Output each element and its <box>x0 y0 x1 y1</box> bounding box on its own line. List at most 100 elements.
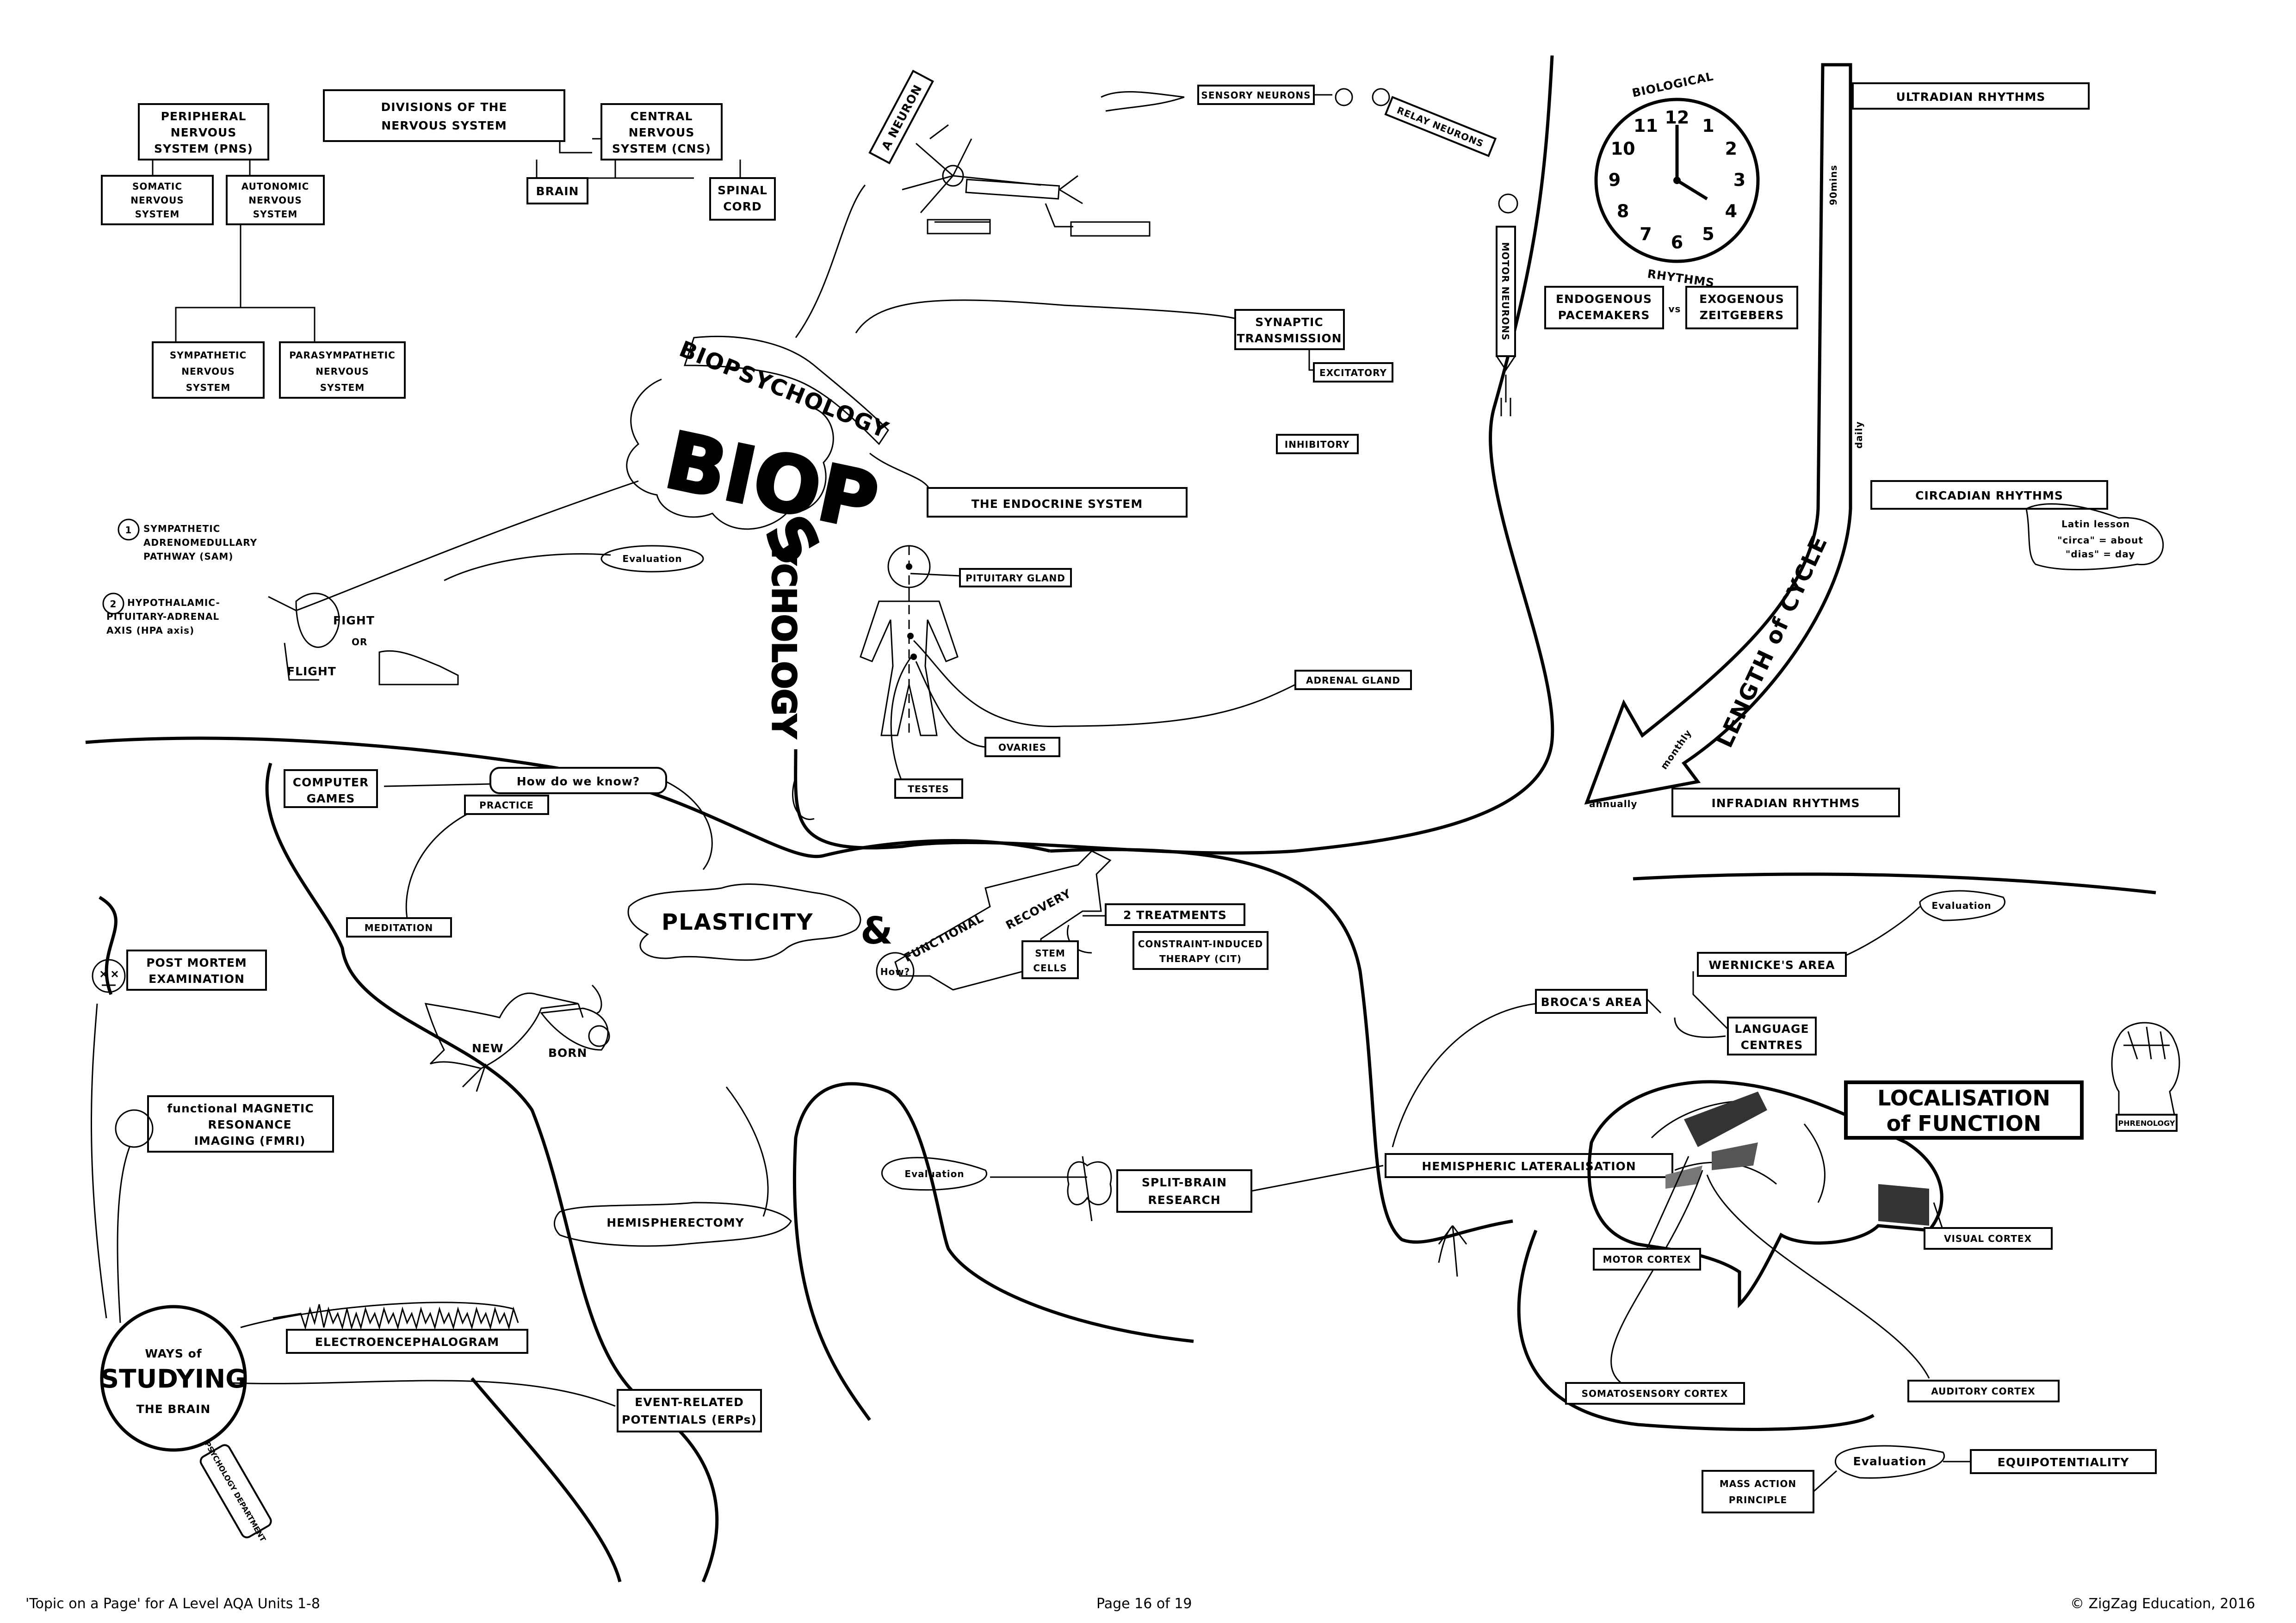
cit-line2: THERAPY (CIT) <box>1159 953 1242 964</box>
person-outline-icon <box>860 545 959 736</box>
latin-line1: Latin lesson <box>2061 518 2130 530</box>
inhibitory-box <box>1276 434 1359 454</box>
sensory-neurons-label: SENSORY NEURONS <box>1201 90 1311 101</box>
ninety-mins-label: 90mins <box>1828 165 1839 205</box>
cit-line1: CONSTRAINT-INDUCED <box>1138 938 1263 950</box>
hemispherectomy-label: HEMISPHERECTOMY <box>606 1216 744 1229</box>
somatic-line2: NERVOUS <box>130 195 184 206</box>
clock-number: 7 <box>1640 224 1652 244</box>
sympathetic-line3: SYSTEM <box>186 382 231 393</box>
nervous-system-divisions: DIVISIONS OF THE NERVOUS SYSTEM PERIPHER… <box>101 89 776 399</box>
visual-cortex-box <box>1924 1227 2053 1250</box>
practice-box <box>464 795 549 815</box>
computer-games-line2: GAMES <box>307 792 355 805</box>
post-mortem-line1: POST MORTEM <box>146 956 247 969</box>
clock-number: 2 <box>1725 139 1737 159</box>
two-treatments-box <box>1105 903 1245 926</box>
spinal-cord-box <box>709 177 776 221</box>
equipotentiality-box <box>1970 1449 2157 1474</box>
how-do-we-know-label: How do we know? <box>517 775 640 788</box>
length-of-cycle-label: LENGTH of CYCLE <box>1712 531 1833 752</box>
path2-line2: PITUITARY-ADRENAL <box>106 611 219 622</box>
born-label: BORN <box>548 1046 587 1060</box>
synaptic-line2: TRANSMISSION <box>1237 332 1342 345</box>
ychology-vertical-letters: YCHOLOGY <box>765 541 803 739</box>
eeg-box <box>286 1329 528 1354</box>
endocrine-title-box <box>927 487 1188 518</box>
studying-the-brain: POST MORTEM EXAMINATION functional MAGNE… <box>91 950 762 1543</box>
or-label: OR <box>352 636 367 648</box>
sympathetic-line2: NERVOUS <box>181 366 235 377</box>
infradian-box <box>1671 788 1900 817</box>
magnifying-glass-lens <box>100 1305 247 1452</box>
path1-line2: ADRENOMEDULLARY <box>143 537 257 548</box>
fmri-box <box>147 1095 334 1153</box>
broca-box <box>1535 989 1648 1014</box>
sympathetic-box <box>152 341 265 399</box>
ultradian-box <box>1852 82 2090 110</box>
cns-line2: NERVOUS <box>629 126 695 139</box>
endocrine-title-label: THE ENDOCRINE SYSTEM <box>972 497 1143 511</box>
equipotentiality-label: EQUIPOTENTIALITY <box>1998 1456 2129 1469</box>
computer-games-line1: COMPUTER <box>293 776 369 789</box>
two-treatments-label: 2 TREATMENTS <box>1123 908 1227 922</box>
fmri-line3: IMAGING (FMRI) <box>194 1134 306 1148</box>
somatosensory-box <box>1565 1382 1745 1405</box>
somatosensory-label: SOMATOSENSORY CORTEX <box>1582 1388 1728 1399</box>
neuron-icon <box>902 124 1151 237</box>
vs-label: vs <box>1669 303 1681 315</box>
flight-label: FLIGHT <box>287 665 336 678</box>
plasticity-splash <box>627 883 861 961</box>
how-bubble <box>876 952 915 991</box>
divisions-title-line2: NERVOUS SYSTEM <box>381 119 507 132</box>
brain-scan-icon <box>115 1109 154 1148</box>
mass-action-line1: MASS ACTION <box>1720 1478 1796 1489</box>
latin-line3: "dias" = day <box>2066 549 2135 560</box>
post-mortem-box <box>126 950 267 991</box>
cit-box <box>1133 931 1269 970</box>
mass-action-line2: PRINCIPLE <box>1729 1494 1787 1506</box>
path2-line3: AXIS (HPA axis) <box>106 625 194 636</box>
parasympathetic-line3: SYSTEM <box>320 382 365 393</box>
localisation-evaluation-cloud <box>1919 890 2005 921</box>
neurons-section: A NEURON SENSORY NEURONS RELAY NEURONS M… <box>795 69 1518 416</box>
neuron-cell-1 <box>1335 88 1353 106</box>
localisation-title-line1: LOCALISATION <box>1877 1086 2050 1111</box>
plasticity-label: PLASTICITY <box>662 909 814 935</box>
clock-number: 6 <box>1671 232 1683 253</box>
hemispherectomy-cloud <box>553 1202 792 1247</box>
somatic-box <box>101 175 214 225</box>
exogenous-line2: ZEITGEBERS <box>1700 309 1784 322</box>
circadian-label: CIRCADIAN RHYTHMS <box>1915 489 2063 502</box>
annually-label: annually <box>1589 798 1637 809</box>
localisation-title-line2: of FUNCTION <box>1887 1111 2042 1136</box>
fmri-line2: RESONANCE <box>208 1118 291 1131</box>
parasympathetic-line2: NERVOUS <box>316 366 369 377</box>
autonomic-line2: NERVOUS <box>248 195 302 206</box>
pns-line1: PERIPHERAL <box>161 110 247 123</box>
inhibitory-label: INHIBITORY <box>1285 439 1349 450</box>
motor-neurons-label: MOTOR NEURONS <box>1500 242 1511 340</box>
hemispheric-box <box>1385 1153 1673 1178</box>
stem-cells-line1: STEM <box>1035 948 1065 959</box>
somatic-line1: SOMATIC <box>132 181 182 192</box>
motor-cortex-box <box>1593 1248 1701 1271</box>
how-do-we-know-box <box>489 767 667 794</box>
clock-number: 11 <box>1634 116 1658 136</box>
computer-games-box <box>284 769 378 808</box>
latin-line2: "circa" = about <box>2057 535 2143 546</box>
endogenous-line1: ENDOGENOUS <box>1556 292 1652 306</box>
recovery-label: RECOVERY <box>1003 887 1073 932</box>
broca-label: BROCA'S AREA <box>1541 995 1642 1009</box>
split-brain-icon <box>1067 1161 1112 1205</box>
mass-action-evaluation-cloud <box>1835 1445 1945 1479</box>
section-dividers <box>85 55 2156 1583</box>
path2-line1: HYPOTHALAMIC- <box>127 597 220 608</box>
functional-recovery-banner <box>894 850 1112 991</box>
endogenous-line2: PACEMAKERS <box>1558 309 1650 322</box>
ways-of-label: WAYS of <box>145 1347 202 1360</box>
pns-line3: SYSTEM (PNS) <box>154 142 253 155</box>
path2-number: 2 <box>110 599 117 610</box>
